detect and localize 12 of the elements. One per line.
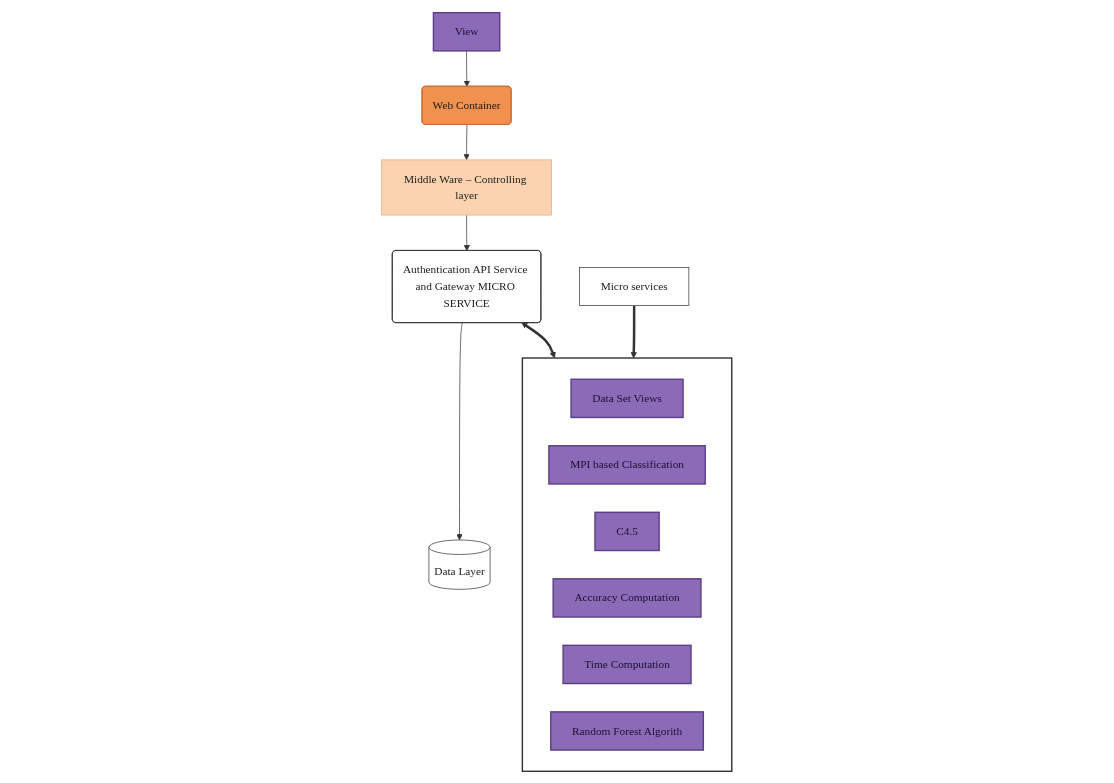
- arrow: [630, 305, 638, 358]
- node-box: C4.5: [594, 511, 661, 551]
- node-box: Time Computation: [562, 644, 692, 684]
- node-box: Micro services: [579, 266, 690, 306]
- node-box: Middle Ware – Controlling layer: [381, 159, 553, 215]
- node-box: Accuracy Computation: [552, 577, 702, 618]
- arrow: [521, 322, 556, 358]
- node-box: MPI based Classification: [548, 444, 707, 485]
- node-box: View: [433, 11, 501, 52]
- cluster: [521, 356, 733, 772]
- node-box: Data Set Views: [570, 378, 685, 418]
- node-box: Random Forest Algorith: [550, 710, 705, 751]
